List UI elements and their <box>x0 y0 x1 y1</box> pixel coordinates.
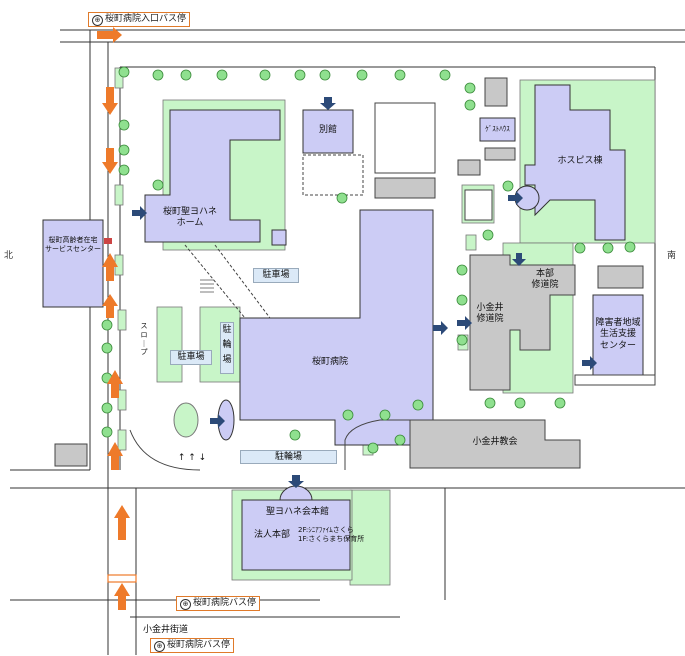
direction-arrows <box>97 27 130 610</box>
gray-buildings <box>54 77 644 469</box>
building-guesthouse <box>479 117 516 142</box>
road-name: 小金井街道 <box>143 625 189 635</box>
bus-stop-bottom-2: ⊕桜町病院バス停 <box>150 638 235 653</box>
label-kaikan-title: 聖ヨハネ会本館 <box>265 507 329 517</box>
bus-stop-icon: ⊕ <box>92 15 103 26</box>
label-elderly-center: 桜町高齢者在宅 サービスセンター <box>45 236 101 253</box>
label-annex: 別館 <box>318 125 337 135</box>
bus-stop-icon: ⊕ <box>154 641 165 652</box>
building-hospital <box>239 209 434 446</box>
label-kaikan-hq: 法人本部 <box>253 530 290 540</box>
building-koganei-monastery <box>469 254 576 391</box>
trees <box>101 66 636 454</box>
label-church: 小金井教会 <box>472 437 518 447</box>
bus-stop-icon: ⊕ <box>180 599 191 610</box>
slope-label: ス ロ ｜ プ <box>140 322 148 357</box>
building-disability-center <box>592 294 644 381</box>
bike-parking-vertical: 駐 輪 場 <box>220 322 234 374</box>
entry-arrows: ↑ ↑ ↓ <box>177 453 207 463</box>
building-hospice <box>524 84 626 241</box>
label-guesthouse: ｹﾞｽﾄﾊｳｽ <box>485 125 510 133</box>
building-church <box>409 419 581 469</box>
building-yohane-kaikan <box>241 499 351 571</box>
bus-stop-top: ⊕桜町病院入口バス停 <box>88 12 191 27</box>
label-kaikan-floors: 2F:ｼﾆｱﾌｧｲﾑさくら 1F:さくらまち保育所 <box>298 526 365 543</box>
direction-north: 北 <box>4 251 14 261</box>
direction-arrow-icon <box>97 27 122 43</box>
building-elderly-center <box>42 219 104 308</box>
label-hospital: 桜町病院 <box>311 357 348 367</box>
label-disability-center: 障害者地域 生活支援 センター <box>595 318 641 351</box>
label-hospice: ホスピス棟 <box>557 156 603 166</box>
direction-south: 南 <box>667 251 677 261</box>
entrance-arrows <box>104 97 597 488</box>
tree-icon <box>118 66 130 78</box>
entrance-arrow-icon <box>320 97 336 110</box>
bike-parking-bottom: 駐輪場 <box>240 450 337 464</box>
parking-right: 駐車場 <box>253 268 299 283</box>
label-koganei-monastery: 小金井 修道院 <box>476 303 504 325</box>
parking-left: 駐車場 <box>170 350 212 365</box>
buildings <box>42 84 644 571</box>
label-hq-monastery: 本部 修道院 <box>531 269 559 291</box>
bus-stop-bottom-1: ⊕桜町病院バス停 <box>176 596 261 611</box>
building-yohane-home <box>144 109 281 243</box>
label-yohane-home: 桜町聖ヨハネ ホーム <box>162 207 217 229</box>
